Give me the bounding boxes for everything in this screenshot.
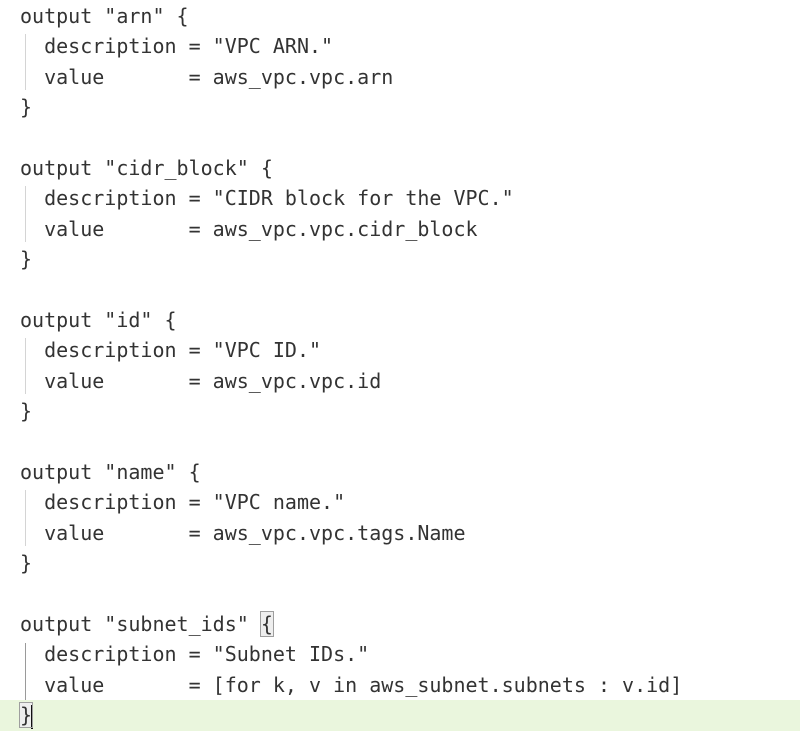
code-text: description = "VPC name." bbox=[20, 490, 346, 515]
code-text: description = "VPC ARN." bbox=[20, 34, 334, 59]
code-text: description = "VPC ID." bbox=[20, 338, 322, 363]
code-text: description = "CIDR block for the VPC." bbox=[20, 186, 514, 211]
code-text-segment: output "subnet_ids" bbox=[20, 612, 261, 636]
code-line[interactable]: output "subnet_ids" { bbox=[0, 609, 800, 639]
matched-bracket: { bbox=[259, 611, 274, 637]
code-line[interactable] bbox=[0, 275, 800, 305]
code-text: output "cidr_block" { bbox=[20, 156, 273, 180]
matched-bracket-close: } bbox=[18, 702, 34, 729]
code-text: value = aws_vpc.vpc.arn bbox=[20, 64, 394, 89]
code-text: description = "Subnet IDs." bbox=[20, 642, 370, 667]
code-text: value = aws_vpc.vpc.cidr_block bbox=[20, 216, 478, 241]
code-line[interactable]: value = aws_vpc.vpc.tags.Name bbox=[0, 518, 800, 548]
code-text: } bbox=[18, 700, 34, 730]
code-text: value = aws_vpc.vpc.tags.Name bbox=[20, 520, 466, 545]
code-line[interactable]: output "arn" { bbox=[0, 1, 800, 31]
code-line[interactable]: value = [for k, v in aws_subnet.subnets … bbox=[0, 670, 800, 700]
code-line[interactable]: description = "Subnet IDs." bbox=[0, 639, 800, 669]
code-text: } bbox=[20, 247, 33, 272]
text-cursor bbox=[31, 704, 34, 729]
code-line[interactable]: } bbox=[0, 548, 800, 578]
code-line[interactable]: description = "VPC ARN." bbox=[0, 31, 800, 61]
code-line[interactable]: output "name" { bbox=[0, 457, 800, 487]
code-text: output "arn" { bbox=[20, 4, 189, 28]
code-text: output "name" { bbox=[20, 460, 201, 484]
indent-guide bbox=[25, 186, 26, 242]
code-line[interactable]: value = aws_vpc.vpc.id bbox=[0, 366, 800, 396]
indent-guide bbox=[25, 490, 26, 546]
code-line[interactable]: description = "VPC ID." bbox=[0, 335, 800, 365]
code-line[interactable]: value = aws_vpc.vpc.arn bbox=[0, 62, 800, 92]
indent-guide bbox=[25, 34, 26, 90]
code-line[interactable]: output "cidr_block" { bbox=[0, 153, 800, 183]
code-text: } bbox=[20, 399, 33, 424]
code-line[interactable]: } bbox=[0, 396, 800, 426]
code-line[interactable] bbox=[0, 579, 800, 609]
indent-guide bbox=[25, 643, 26, 731]
indent-guide bbox=[25, 338, 26, 394]
code-text: value = [for k, v in aws_subnet.subnets … bbox=[20, 672, 683, 697]
code-line[interactable]: description = "CIDR block for the VPC." bbox=[0, 183, 800, 213]
code-line[interactable]: description = "VPC name." bbox=[0, 487, 800, 517]
code-text: output "id" { bbox=[20, 308, 177, 332]
code-line[interactable] bbox=[0, 123, 800, 153]
current-line[interactable]: } bbox=[0, 700, 800, 731]
code-line[interactable]: } bbox=[0, 244, 800, 274]
code-line[interactable]: } bbox=[0, 92, 800, 122]
code-line[interactable]: output "id" { bbox=[0, 305, 800, 335]
code-line[interactable] bbox=[0, 427, 800, 457]
code-text: value = aws_vpc.vpc.id bbox=[20, 368, 382, 393]
code-line[interactable]: value = aws_vpc.vpc.cidr_block bbox=[0, 214, 800, 244]
code-text: } bbox=[20, 95, 33, 120]
code-text: } bbox=[20, 551, 33, 576]
code-text: output "subnet_ids" { bbox=[20, 609, 274, 639]
